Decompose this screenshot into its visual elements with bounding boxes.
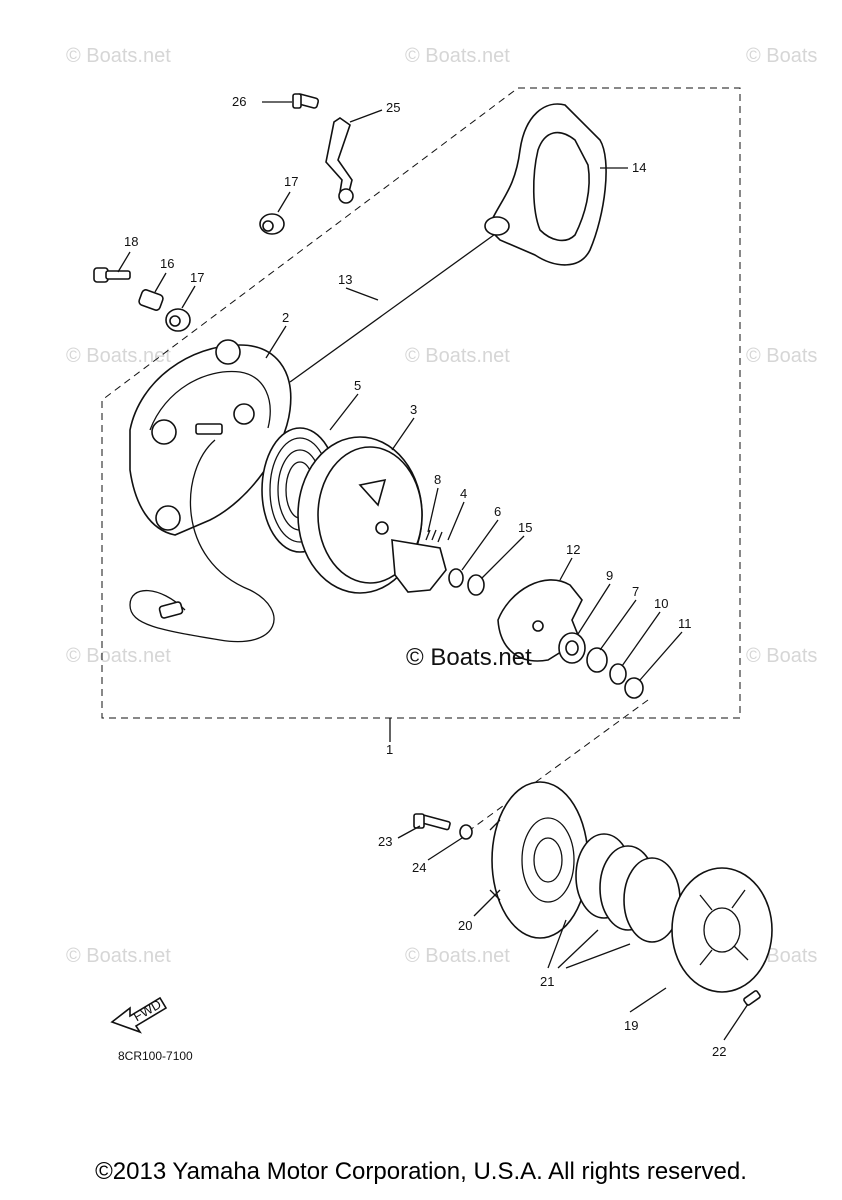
pulley	[489, 781, 589, 939]
callout-12: 12	[566, 542, 580, 557]
callout-10: 10	[654, 596, 668, 611]
callout-13: 13	[338, 272, 352, 287]
bolt-and-washer	[413, 813, 473, 840]
callout-labels: 26 25 17 18 16 17 13 14 2 5 3 8 4 6 15 1…	[124, 94, 726, 1059]
watermark: © Boats.net	[405, 945, 510, 967]
spring-and-washer	[448, 568, 485, 596]
watermark: © Boats.net	[405, 45, 510, 67]
leader-lines	[117, 101, 749, 1041]
watermark: © Boats.net	[405, 345, 510, 367]
starter-rope	[289, 231, 499, 383]
callout-20: 20	[458, 918, 472, 933]
callout-6: 6	[494, 504, 501, 519]
callout-3: 3	[410, 402, 417, 417]
callout-25: 25	[386, 100, 400, 115]
callout-16: 16	[160, 256, 174, 271]
watermark: © Boats.net	[66, 345, 171, 367]
callout-17: 17	[190, 270, 204, 285]
screw	[743, 990, 761, 1006]
callout-18: 18	[124, 234, 138, 249]
shims	[575, 833, 681, 943]
callout-22: 22	[712, 1044, 726, 1059]
fwd-arrow-icon: FWD	[110, 996, 168, 1034]
callout-8: 8	[434, 472, 441, 487]
center-watermark: © Boats.net	[406, 644, 532, 671]
callout-19: 19	[624, 1018, 638, 1033]
callout-1: 1	[386, 742, 393, 757]
callout-7: 7	[632, 584, 639, 599]
watermark: © Boats	[746, 345, 817, 367]
watermark: © Boats	[746, 45, 817, 67]
callout-2: 2	[282, 310, 289, 325]
watermark: © Boats	[746, 645, 817, 667]
watermark: © Boats.net	[66, 945, 171, 967]
callout-9: 9	[606, 568, 613, 583]
copyright-notice: ©2013 Yamaha Motor Corporation, U.S.A. A…	[95, 1158, 747, 1185]
assembly-boundary	[101, 87, 741, 719]
starter-handle	[484, 103, 607, 266]
cable-fitting	[158, 601, 184, 619]
bolt-collar-bushing	[93, 267, 191, 332]
pawl-and-spring	[391, 529, 447, 593]
callout-4: 4	[460, 486, 467, 501]
callout-23: 23	[378, 834, 392, 849]
diagram-part-number: 8CR100-7100	[118, 1049, 193, 1063]
callout-21: 21	[540, 974, 554, 989]
cover-plate	[671, 867, 773, 993]
callout-17: 17	[284, 174, 298, 189]
callout-26: 26	[232, 94, 246, 109]
cable-loop	[129, 439, 275, 643]
callout-24: 24	[412, 860, 426, 875]
washers-and-nut	[558, 632, 644, 699]
watermark: © Boats.net	[66, 45, 171, 67]
callout-11: 11	[678, 616, 692, 631]
watermark: © Boats.net	[66, 645, 171, 667]
starter-housing	[129, 339, 292, 536]
bushing-upper	[259, 213, 285, 235]
watermark-layer: © Boats.net © Boats.net © Boats © Boats.…	[66, 45, 817, 967]
bracket-and-bolt	[292, 93, 354, 204]
callout-14: 14	[632, 160, 646, 175]
assembly-leader	[469, 699, 649, 831]
callout-15: 15	[518, 520, 532, 535]
callout-5: 5	[354, 378, 361, 393]
